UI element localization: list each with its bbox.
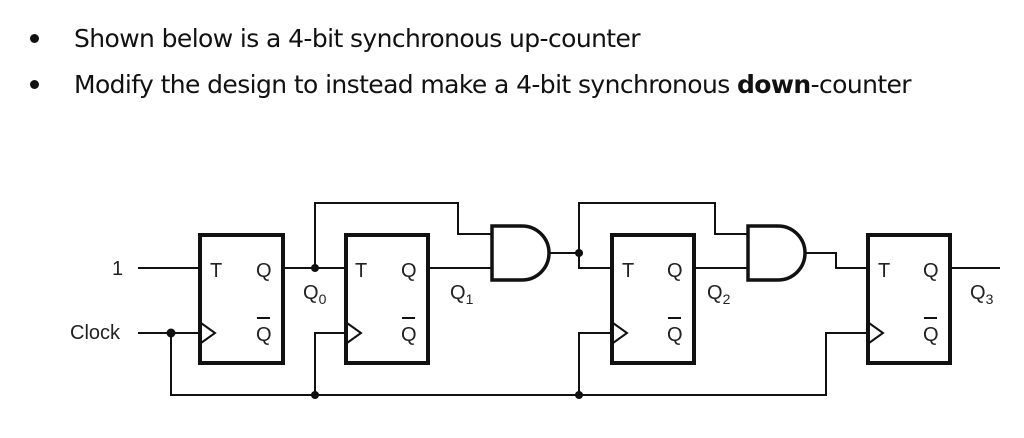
q1-subscript: 1 bbox=[466, 291, 474, 307]
clock-triangle-icon bbox=[346, 322, 363, 344]
wire-and2-to-t3 bbox=[805, 252, 868, 269]
bullet-text: Shown below is a 4-bit synchronous up-co… bbox=[74, 23, 641, 53]
q1-main: Q bbox=[450, 282, 466, 304]
flip-flop-0: T Q Q bbox=[198, 233, 285, 365]
junction-clock-ff1 bbox=[311, 391, 319, 399]
wire-and1-to-and2 bbox=[578, 202, 748, 253]
clock-triangle-icon bbox=[200, 322, 217, 344]
q-output-label: Q bbox=[401, 260, 417, 282]
flip-flop-2: T Q Q bbox=[610, 233, 696, 365]
clock-triangle-icon bbox=[868, 322, 885, 344]
q-output-label: Q bbox=[256, 260, 272, 282]
output-q1-label: Q1 bbox=[450, 282, 474, 307]
junction-clock-ff2 bbox=[575, 391, 583, 399]
input-constant-label: 1 bbox=[112, 258, 123, 280]
t-input-label: T bbox=[622, 260, 634, 282]
flip-flop-body bbox=[610, 233, 696, 365]
bullet-text-bold: down bbox=[737, 69, 811, 99]
output-q2-label: Q2 bbox=[707, 282, 731, 307]
t-input-label: T bbox=[210, 260, 222, 282]
bullet-text-after: -counter bbox=[810, 69, 912, 99]
qbar-output-label: Q bbox=[256, 324, 272, 346]
bullet-text-before: Modify the design to instead make a 4-bi… bbox=[74, 69, 737, 99]
clock-triangle-icon bbox=[612, 322, 629, 344]
wire-clock-to-ff3 bbox=[579, 332, 868, 396]
q3-subscript: 3 bbox=[986, 291, 994, 307]
wire-clock-bus bbox=[170, 333, 579, 396]
q0-main: Q bbox=[303, 282, 319, 304]
q2-main: Q bbox=[707, 282, 723, 304]
and-gate-1 bbox=[490, 224, 551, 282]
output-q0-label: Q0 bbox=[303, 282, 327, 307]
t-input-label: T bbox=[355, 260, 367, 282]
flip-flop-body bbox=[866, 233, 952, 365]
clock-label: Clock bbox=[70, 322, 121, 344]
bullet-text: Modify the design to instead make a 4-bi… bbox=[74, 69, 912, 99]
q3-main: Q bbox=[970, 282, 986, 304]
qbar-output-label: Q bbox=[667, 324, 683, 346]
wire-and1-to-t2 bbox=[578, 253, 612, 269]
and-gate-2 bbox=[746, 224, 807, 282]
bullet-dot bbox=[30, 80, 39, 89]
qbar-output-label: Q bbox=[401, 324, 417, 346]
wire-clock-to-ff1 bbox=[314, 332, 346, 395]
q2-subscript: 2 bbox=[723, 291, 731, 307]
qbar-output-label: Q bbox=[923, 324, 939, 346]
bullet-dot bbox=[30, 34, 39, 43]
wire-clock-to-ff2 bbox=[578, 332, 612, 395]
q-output-label: Q bbox=[667, 260, 683, 282]
flip-flop-1: T Q Q bbox=[344, 233, 430, 365]
flip-flop-3: T Q Q bbox=[866, 233, 952, 365]
wire-q0-to-and1 bbox=[314, 202, 492, 268]
q-output-label: Q bbox=[923, 260, 939, 282]
t-input-label: T bbox=[878, 260, 890, 282]
q0-subscript: 0 bbox=[319, 291, 327, 307]
flip-flop-body bbox=[198, 233, 285, 365]
output-q3-label: Q3 bbox=[970, 282, 994, 307]
flip-flop-body bbox=[344, 233, 430, 365]
